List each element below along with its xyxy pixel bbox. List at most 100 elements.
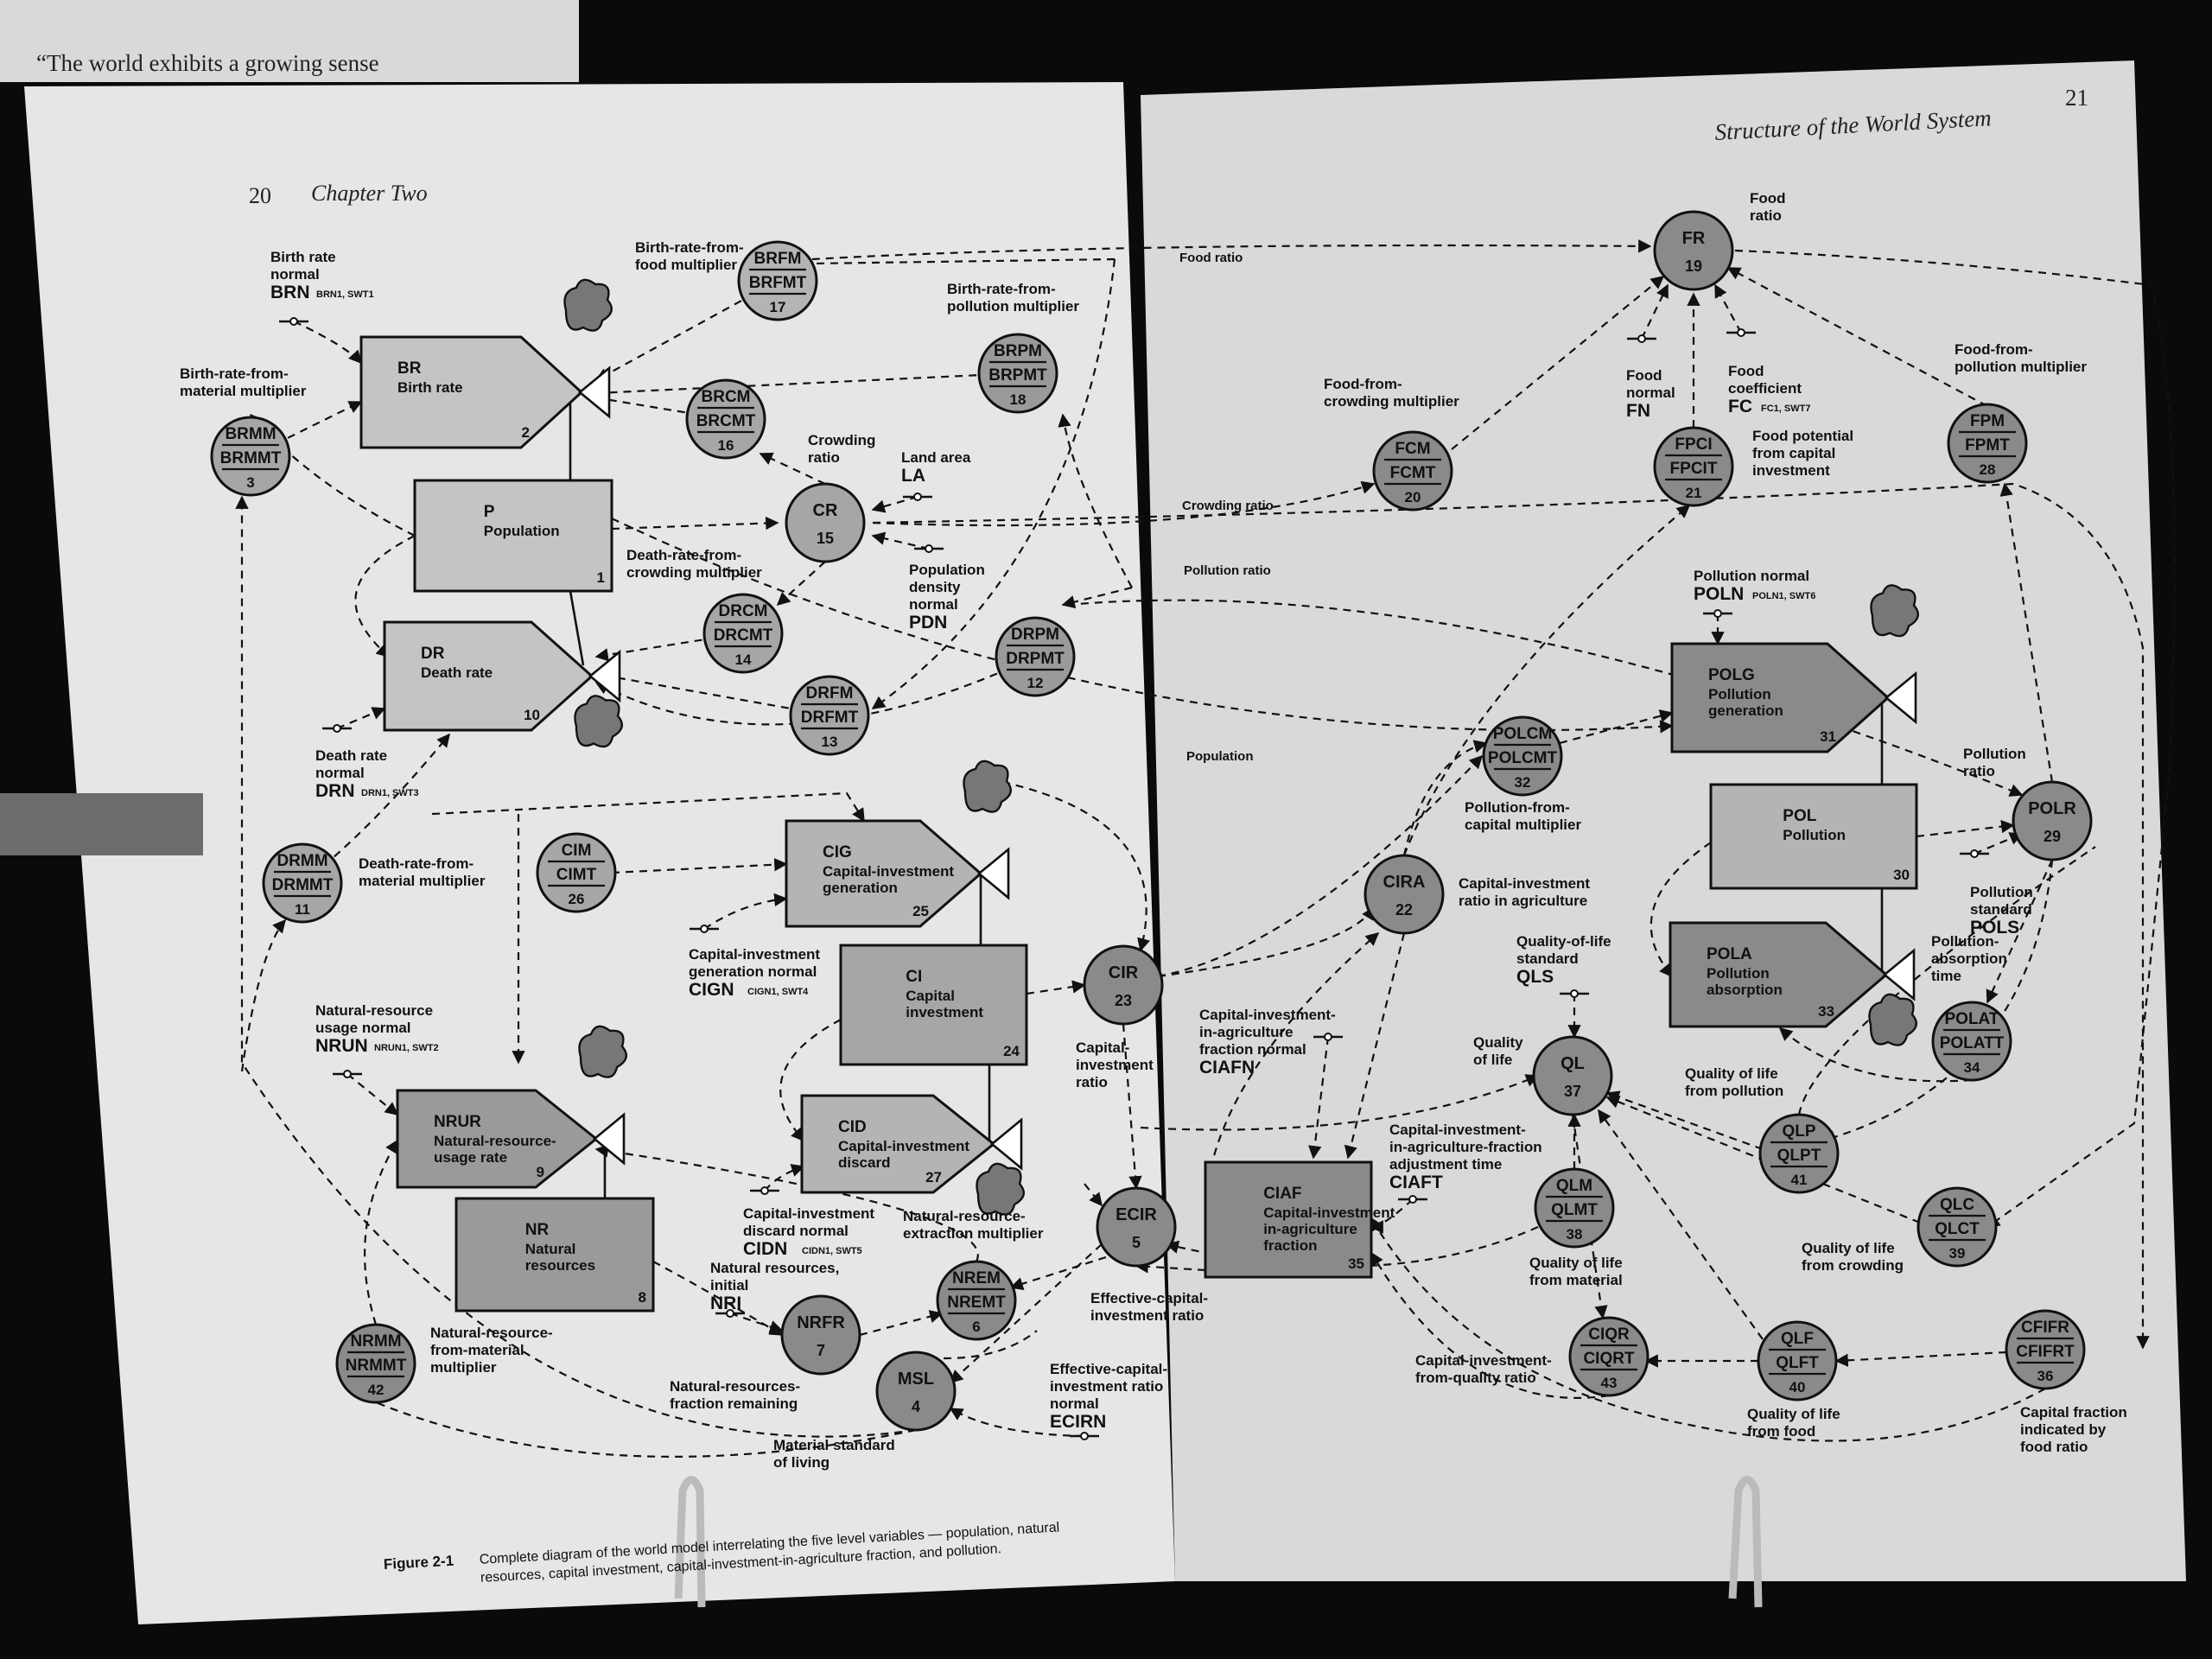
aux-label: Food [1750,190,1786,207]
aux-code: CFIFR [2021,1319,2069,1337]
constant-code: FN [1626,401,1650,421]
constant-dot [1713,609,1722,618]
aux-code: DRFM [806,684,854,702]
aux-label: ratio [1076,1074,1108,1090]
aux-code: DRMM [276,852,327,870]
rate-code: POLA [1707,945,1752,963]
aux-table: DRFMT [801,709,859,727]
constant-dot [1408,1195,1417,1204]
aux-number: 13 [822,734,838,750]
aux-label: Food potential [1752,428,1853,444]
constant-label: Food [1728,363,1764,379]
constant-label: Natural-resource [315,1002,433,1019]
stand-wire-right [1728,1476,1763,1608]
aux-code: BRFM [754,250,802,268]
aux-circle [1482,715,1563,797]
aux-table: DRCMT [714,626,773,645]
aux-table: CFIFRT [2016,1343,2075,1361]
constant-label: coefficient [1728,380,1802,397]
rate-code: NRUR [434,1113,481,1131]
figure-label: Figure 2-1 [383,1553,454,1573]
rate-name: Pollution [1708,686,1771,702]
aux-label: Pollution-from- [1465,799,1570,816]
constant-dot [1080,1432,1089,1440]
rate-code: BR [397,359,422,378]
aux-label: Effective-capital- [1090,1290,1208,1306]
back-page-edge [0,0,579,82]
aux-label: Capital-investment [1459,875,1590,892]
constant-label: Land area [901,449,971,466]
level-ciaf: CIAFCapital-investmentin-agriculturefrac… [1204,1160,1395,1279]
aux-code: QLP [1782,1122,1815,1141]
aux-number: 29 [2044,828,2061,845]
cross-page-labels: Food ratio Crowding ratio Pollution rati… [1179,251,1274,764]
aux-table: QLPT [1777,1147,1821,1165]
valve-icon [1882,948,1916,1001]
aux-table: CIQRT [1583,1350,1635,1368]
aux-label: Material standard [773,1437,895,1453]
aux-node-drfm: DRFM DRFMT 13 [789,675,870,756]
aux-circle [2005,1309,2086,1390]
aux-table: QLMT [1551,1201,1598,1219]
aux-code: FR [1682,229,1706,248]
rate-number: 33 [1818,1003,1834,1020]
level-code: P [484,503,495,521]
aux-code: NRMM [350,1332,401,1351]
constant-subscript: NRUN1, SWT2 [374,1043,439,1053]
level-name: Population [484,523,560,539]
constant-code: QLS [1516,967,1554,987]
constant-ciafn: Capital-investment-in-agriculturefractio… [1199,1007,1343,1077]
aux-circle [780,1294,861,1376]
aux-circle [977,333,1058,414]
aux-circle [785,482,866,563]
aux-number: 39 [1949,1245,1966,1262]
level-code: CIAF [1263,1185,1301,1203]
aux-label: from crowding [1802,1257,1904,1274]
aux-code: FCM [1395,440,1430,458]
aux-number: 23 [1115,992,1132,1009]
source-cloud-icon [574,695,623,748]
aux-code: POLCM [1493,725,1553,743]
aux-number: 32 [1515,774,1531,791]
aux-circle [1568,1316,1649,1397]
aux-table: BRCMT [696,412,756,430]
constant-dot [289,317,298,326]
aux-circle [702,593,784,674]
aux-number: 26 [569,891,585,907]
flow-label-population: Population [1186,749,1254,764]
aux-table: NREMT [947,1294,1006,1312]
aux-code: MSL [898,1370,934,1389]
aux-label: Quality [1473,1034,1523,1051]
constant-label: normal [270,266,320,283]
aux-label: material multiplier [180,383,307,399]
aux-label: indicated by [2020,1421,2107,1438]
constant-code: DRN [315,781,355,801]
aux-table: FPMT [1965,436,2010,454]
constant-label: normal [909,596,958,613]
constant-label: normal [1626,385,1675,401]
aux-label: ratio [1963,763,1995,779]
constant-label: Natural resources, [710,1260,839,1276]
left-page-number: 20 [249,183,271,208]
rate-box [359,335,584,449]
constant-label: Quality-of-life [1516,933,1611,950]
level-number: 35 [1348,1255,1364,1272]
rate-box [1670,642,1891,753]
aux-circle [1947,403,2028,484]
